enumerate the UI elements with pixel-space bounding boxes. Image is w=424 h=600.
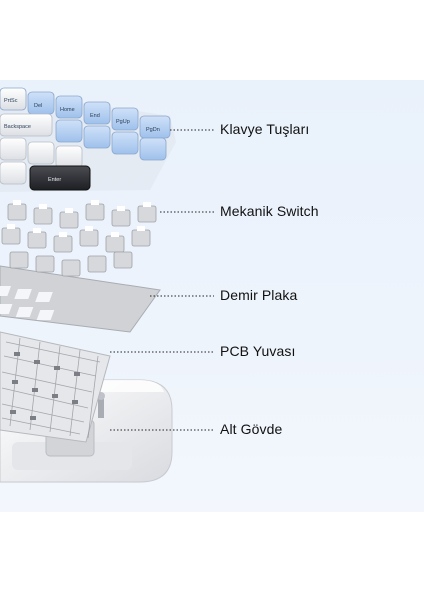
legend-enter: Enter (48, 177, 61, 183)
keycaps-layer (0, 87, 176, 192)
steel-plate-layer (0, 265, 161, 333)
exploded-keyboard-illustration: PrtSc Del Home Backspace End PgUp PgDn E… (0, 80, 424, 512)
legend-pgup: PgUp (116, 119, 130, 125)
label-plate: Demir Plaka (220, 287, 298, 303)
label-switch: Mekanik Switch (220, 203, 319, 219)
keyboard-layers-svg: PrtSc Del Home Backspace End PgUp PgDn E… (0, 87, 214, 483)
label-pcb: PCB Yuvası (220, 343, 296, 359)
pcb-layer (0, 331, 111, 443)
legend-prtsc: PrtSc (4, 98, 18, 104)
legend-backspace: Backspace (4, 124, 31, 130)
keycap-legends: PrtSc Del Home Backspace End PgUp PgDn E… (4, 98, 160, 183)
legend-home: Home (60, 107, 75, 113)
legend-del: Del (34, 103, 42, 109)
leader-lines (110, 129, 214, 431)
label-keycaps: Klavye Tuşları (220, 121, 310, 137)
label-case: Alt Gövde (220, 421, 283, 437)
legend-end: End (90, 113, 100, 119)
legend-pgdn: PgDn (146, 127, 160, 133)
mechanical-switches-layer (1, 200, 157, 277)
